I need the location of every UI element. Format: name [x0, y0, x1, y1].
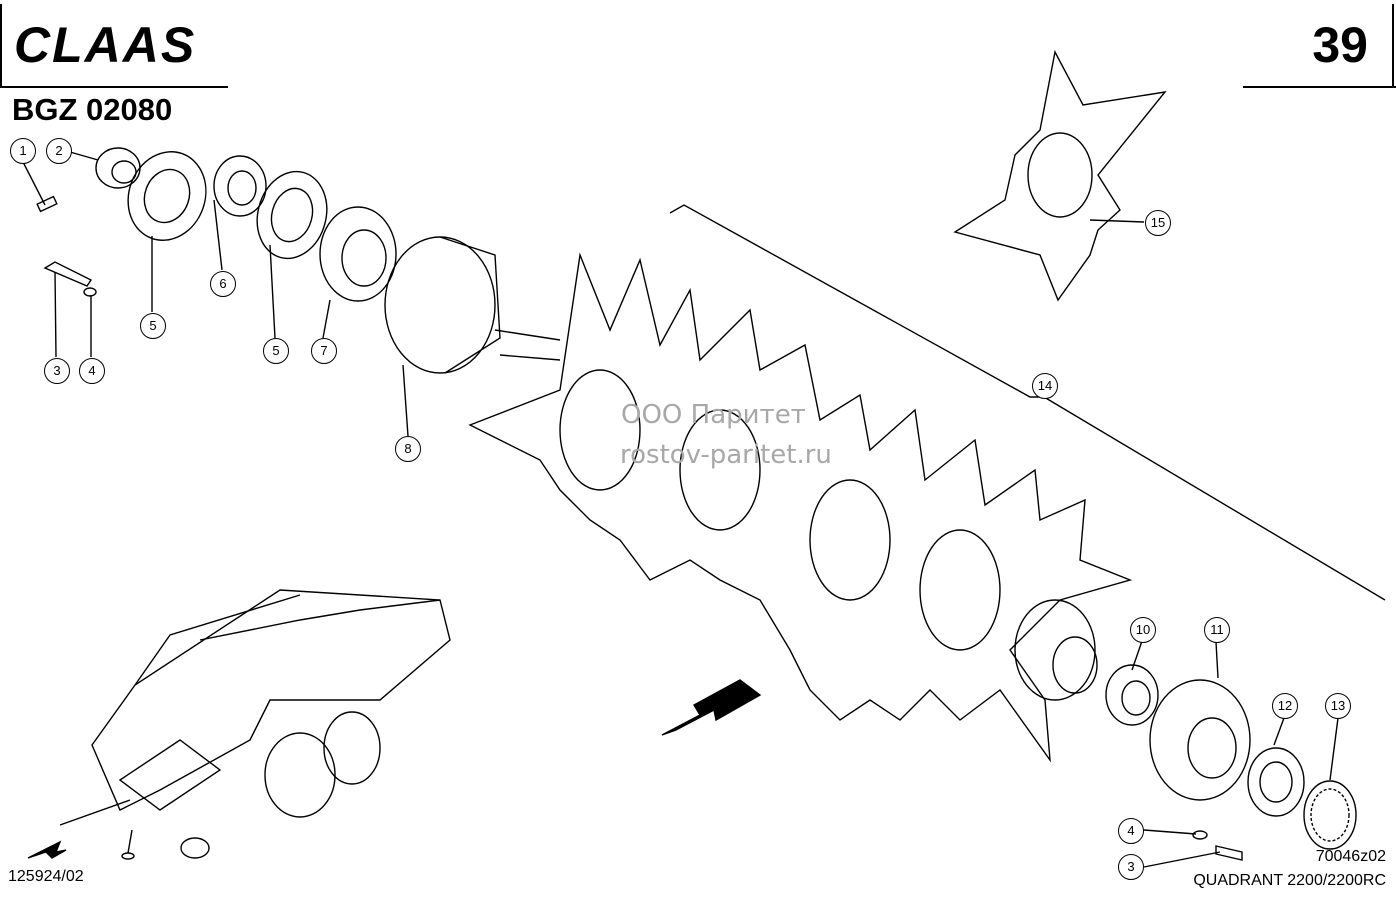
callout-4-right: 4 [1118, 818, 1144, 844]
callout-6: 6 [210, 271, 236, 297]
callout-3-left: 3 [44, 358, 70, 384]
callout-5-second: 5 [263, 338, 289, 364]
callout-13: 13 [1325, 693, 1351, 719]
header-rule-left [0, 86, 228, 88]
watermark-url: rostov-paritet.ru [620, 440, 832, 470]
callout-10: 10 [1130, 617, 1156, 643]
watermark-company: ООО Паритет [621, 400, 806, 430]
reference-code: BGZ 02080 [12, 92, 173, 127]
callout-5-first: 5 [140, 313, 166, 339]
callout-15: 15 [1145, 210, 1171, 236]
claas-logo: CLAAS [14, 20, 196, 68]
callout-12: 12 [1272, 693, 1298, 719]
callout-11: 11 [1204, 617, 1230, 643]
callout-4-left: 4 [79, 358, 105, 384]
drawing-number: 125924/02 [8, 868, 84, 885]
callout-2: 2 [46, 138, 72, 164]
page-number: 39 [1312, 17, 1368, 73]
header-divider-right [1392, 4, 1394, 88]
callout-3-right: 3 [1118, 854, 1144, 880]
header-rule-right [1243, 86, 1396, 88]
model-label: QUADRANT 2200/2200RC [1193, 872, 1386, 889]
figure-code: 70046z02 [1315, 848, 1386, 865]
svg-text:CLAAS: CLAAS [14, 20, 196, 68]
callout-7: 7 [311, 338, 337, 364]
callout-1: 1 [10, 138, 36, 164]
callout-8: 8 [395, 436, 421, 462]
header-divider-left [0, 4, 2, 88]
callout-14: 14 [1032, 373, 1058, 399]
